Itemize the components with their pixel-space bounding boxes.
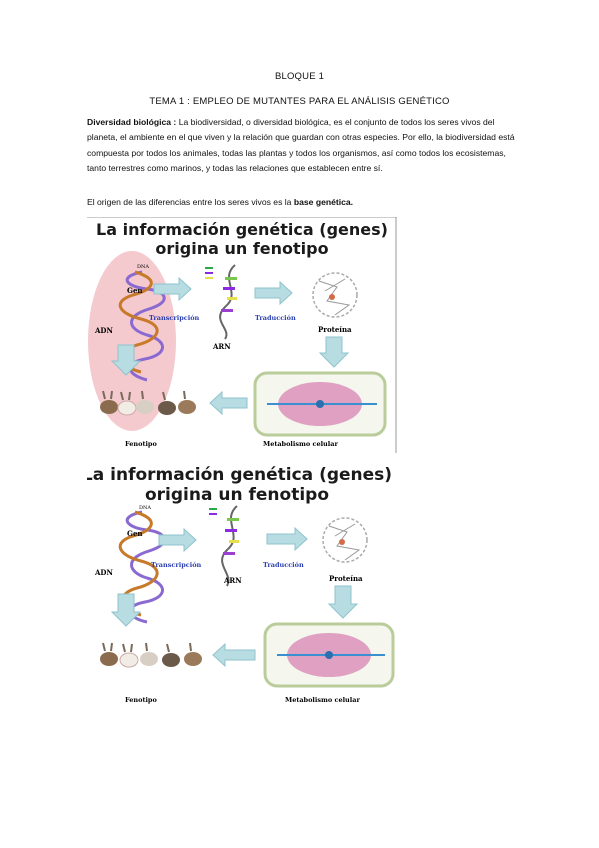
block-heading: BLOQUE 1 <box>274 71 325 82</box>
topic-heading: TEMA 1 : EMPLEO DE MUTANTES PARA EL ANÁL… <box>149 96 450 107</box>
metabolism-label: Metabolismo celular <box>263 440 338 448</box>
cell-metabolism-icon <box>253 371 387 437</box>
figure-genetic-information-highlighted: La información genética (genes) origina … <box>87 217 397 453</box>
paragraph-genetic-base: El origen de las diferencias entre los s… <box>87 195 517 210</box>
paragraph-text: La biodiversidad, o diversidad biológica… <box>87 117 515 174</box>
metabolism-label: Metabolismo celular <box>285 696 360 704</box>
arrow-right-icon <box>266 526 308 552</box>
rabbits-image <box>100 390 196 416</box>
arn-label: ARN <box>223 576 242 585</box>
translation-label: Traducción <box>255 314 296 322</box>
adn-label: ADN <box>94 326 114 335</box>
arrow-right-icon <box>254 280 293 306</box>
term-label: Diversidad biológica : <box>87 117 177 127</box>
cell-metabolism-icon <box>263 622 395 688</box>
figure-title-line1: La información genética (genes) <box>87 465 392 485</box>
arrow-left-icon <box>212 642 256 668</box>
transcription-label: Transcripción <box>151 561 202 569</box>
arrow-down-icon <box>110 593 142 627</box>
arrow-down-icon <box>318 336 350 368</box>
protein-structure-icon <box>312 272 358 318</box>
adn-label: ADN <box>94 568 114 577</box>
figure-title-line1: La información genética (genes) <box>96 220 388 239</box>
rna-strand-icon <box>205 264 237 340</box>
paragraph-text: El origen de las diferencias entre los s… <box>87 197 294 207</box>
figure-genetic-information: La información genética (genes) origina … <box>87 462 397 710</box>
paragraph-biodiversity: Diversidad biológica : La biodiversidad,… <box>87 115 517 177</box>
dna-label: DNA <box>139 505 151 511</box>
transcription-label: Transcripción <box>149 314 200 322</box>
arn-label: ARN <box>212 342 231 351</box>
protein-label: Proteína <box>329 574 363 583</box>
protein-structure-icon <box>322 517 368 563</box>
rabbits-image <box>100 642 202 668</box>
phenotype-label: Fenotipo <box>125 440 157 448</box>
arrow-right-icon <box>153 276 192 302</box>
gen-label: Gen <box>127 529 143 538</box>
rna-strand-icon <box>209 505 239 587</box>
arrow-down-icon <box>110 344 142 376</box>
translation-label: Traducción <box>263 561 304 569</box>
figure-title-line2: origina un fenotipo <box>155 239 328 258</box>
bold-phrase: base genética. <box>293 197 354 207</box>
arrow-right-icon <box>158 527 197 553</box>
highlight-ellipse <box>88 251 176 431</box>
arrow-left-icon <box>209 390 248 416</box>
figure-title-line2: origina un fenotipo <box>145 485 329 505</box>
dna-label: DNA <box>137 264 149 270</box>
protein-label: Proteína <box>318 325 352 334</box>
arrow-down-icon <box>327 585 359 619</box>
gen-label: Gen <box>127 286 143 295</box>
phenotype-label: Fenotipo <box>125 696 157 704</box>
